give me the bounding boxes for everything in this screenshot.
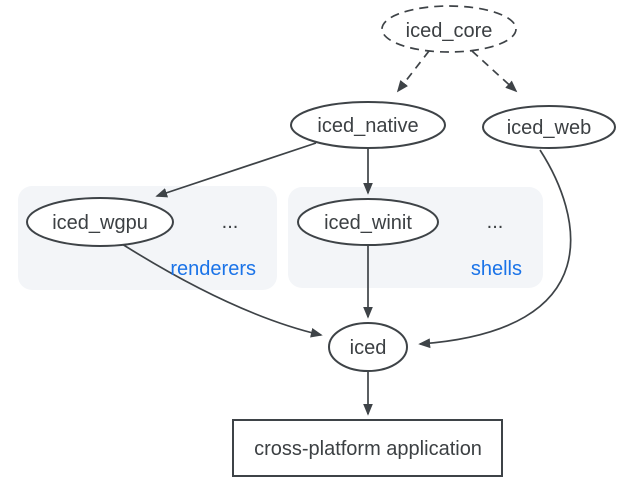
node-iced-wgpu-ellipse: [26, 197, 174, 247]
node-iced-ellipse: [328, 322, 408, 372]
node-iced-native-label: iced_native: [317, 115, 418, 137]
renderers-group-label: renderers: [170, 258, 256, 280]
node-app-label: cross-platform application: [254, 438, 482, 460]
edge-wgpu-to-iced: [121, 243, 323, 338]
shells-ellipsis: ...: [487, 211, 504, 233]
edge-core-to-native: [396, 50, 430, 93]
edge-core-to-web: [471, 50, 518, 93]
node-iced-core-ellipse: [381, 5, 517, 53]
edge-web-to-iced: [418, 149, 572, 349]
node-app-rect: [232, 419, 503, 477]
node-iced-native-ellipse: [290, 101, 446, 149]
node-iced-wgpu-label: iced_wgpu: [52, 212, 148, 234]
node-iced-web-ellipse: [482, 105, 616, 149]
node-iced-core-label: iced_core: [406, 20, 493, 42]
renderers-ellipsis: ...: [222, 211, 239, 233]
edge-native-to-wgpu: [155, 142, 317, 198]
node-iced-winit-ellipse: [297, 198, 439, 246]
node-iced-web-label: iced_web: [507, 117, 592, 139]
node-iced-winit-label: iced_winit: [324, 212, 412, 234]
node-iced-label: iced: [350, 337, 387, 359]
shells-group-label: shells: [471, 258, 522, 280]
